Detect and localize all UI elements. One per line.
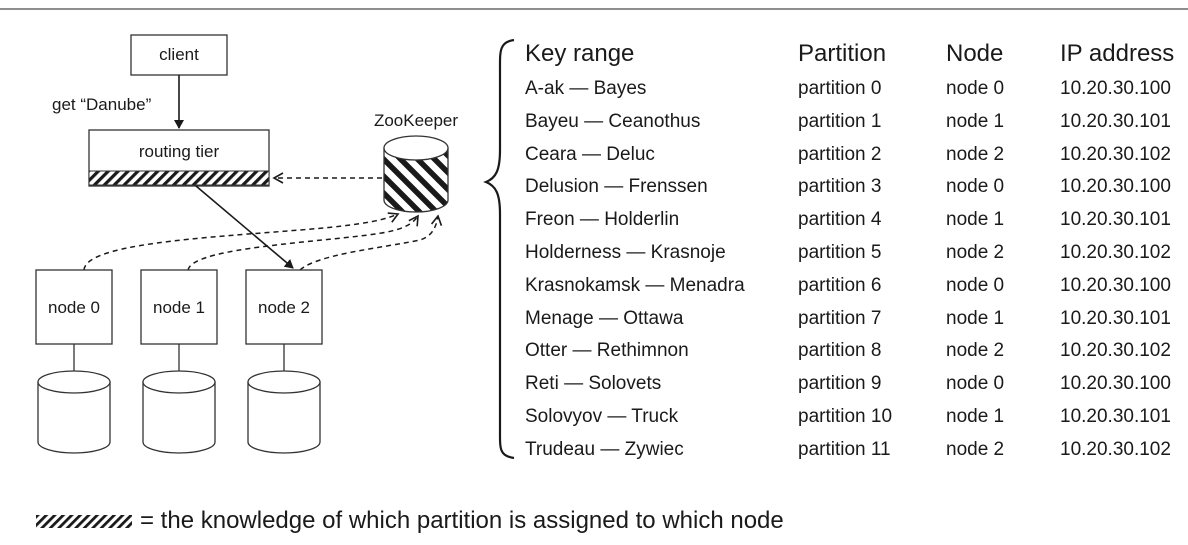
routing-tier-box: routing tier — [88, 129, 270, 187]
node-0-label: node 0 — [48, 298, 100, 317]
zookeeper-cylinder — [383, 135, 449, 213]
cell-key-range: Holderness — Krasnoje — [525, 242, 726, 263]
node-2-disk — [247, 370, 321, 454]
cell-ip-address: 10.20.30.101 — [1060, 406, 1171, 427]
cell-ip-address: 10.20.30.101 — [1060, 111, 1171, 132]
cell-node: node 1 — [946, 406, 1005, 427]
cell-partition: partition 10 — [798, 406, 893, 427]
cell-partition: partition 5 — [798, 242, 882, 263]
routing-tier-hatch — [88, 170, 270, 186]
cell-ip-address: 10.20.30.102 — [1060, 340, 1171, 361]
cell-ip-address: 10.20.30.100 — [1060, 373, 1171, 394]
cell-node: node 0 — [946, 275, 1005, 296]
cell-partition: partition 6 — [798, 275, 882, 296]
brace — [483, 38, 515, 460]
cell-key-range: A-ak — Bayes — [525, 78, 647, 99]
cell-key-range: Delusion — Frenssen — [525, 176, 708, 197]
cell-key-range: Trudeau — Zywiec — [525, 439, 684, 460]
node-1-to-zookeeper-arrow — [187, 214, 419, 271]
header-partition: Partition — [798, 40, 887, 67]
node-2-label: node 2 — [258, 298, 310, 317]
cell-ip-address: 10.20.30.102 — [1060, 439, 1171, 460]
cell-node: node 0 — [946, 78, 1005, 99]
cell-node: node 1 — [946, 308, 1005, 329]
node-1-label: node 1 — [153, 298, 205, 317]
cell-partition: partition 0 — [798, 78, 882, 99]
node-0-disk — [37, 370, 111, 454]
cell-key-range: Solovyov — Truck — [525, 406, 679, 427]
zookeeper-label: ZooKeeper — [374, 111, 458, 130]
client-label: client — [159, 45, 199, 64]
cell-ip-address: 10.20.30.102 — [1060, 242, 1171, 263]
routing-tier-label: routing tier — [139, 142, 220, 161]
request-label: get “Danube” — [52, 95, 152, 114]
legend-text: = the knowledge of which partition is as… — [140, 507, 784, 534]
node-0-to-zookeeper-arrow — [83, 212, 400, 271]
cell-key-range: Reti — Solovets — [525, 373, 662, 394]
cell-key-range: Menage — Ottawa — [525, 308, 684, 329]
cell-node: node 0 — [946, 373, 1005, 394]
cell-partition: partition 8 — [798, 340, 882, 361]
cell-ip-address: 10.20.30.100 — [1060, 176, 1171, 197]
cell-node: node 2 — [946, 242, 1005, 263]
route-to-node-2-arrow — [195, 185, 294, 269]
node-0-box: node 0 — [35, 269, 113, 345]
cell-ip-address: 10.20.30.100 — [1060, 78, 1171, 99]
cell-key-range: Otter — Rethimnon — [525, 340, 689, 361]
node-1-box: node 1 — [140, 269, 218, 345]
cell-ip-address: 10.20.30.102 — [1060, 144, 1171, 165]
client-box: client — [130, 34, 228, 76]
node-2-box: node 2 — [245, 269, 323, 345]
cell-ip-address: 10.20.30.100 — [1060, 275, 1171, 296]
legend: = the knowledge of which partition is as… — [36, 504, 784, 538]
cell-partition: partition 2 — [798, 144, 882, 165]
cell-node: node 2 — [946, 439, 1005, 460]
cell-key-range: Bayeu — Ceanothus — [525, 111, 701, 132]
cell-partition: partition 4 — [798, 209, 882, 230]
node-2-to-zookeeper-arrow — [299, 214, 443, 271]
cell-partition: partition 11 — [798, 439, 891, 460]
cell-key-range: Ceara — Deluc — [525, 144, 655, 165]
header-key-range: Key range — [525, 40, 635, 67]
cell-ip-address: 10.20.30.101 — [1060, 308, 1171, 329]
header-node: Node — [946, 40, 1004, 67]
top-rule — [0, 8, 1188, 10]
legend-hatch-swatch — [36, 514, 132, 528]
cell-node: node 2 — [946, 144, 1005, 165]
cell-node: node 1 — [946, 209, 1005, 230]
cell-node: node 1 — [946, 111, 1005, 132]
cell-key-range: Freon — Holderlin — [525, 209, 680, 230]
node-1-disk — [142, 370, 216, 454]
cell-partition: partition 3 — [798, 176, 882, 197]
cell-partition: partition 9 — [798, 373, 882, 394]
cell-node: node 2 — [946, 340, 1005, 361]
cell-node: node 0 — [946, 176, 1005, 197]
cell-partition: partition 1 — [798, 111, 882, 132]
cell-key-range: Krasnokamsk — Menadra — [525, 275, 745, 296]
cell-ip-address: 10.20.30.101 — [1060, 209, 1171, 230]
cell-partition: partition 7 — [798, 308, 882, 329]
header-ip-address: IP address — [1060, 40, 1175, 67]
